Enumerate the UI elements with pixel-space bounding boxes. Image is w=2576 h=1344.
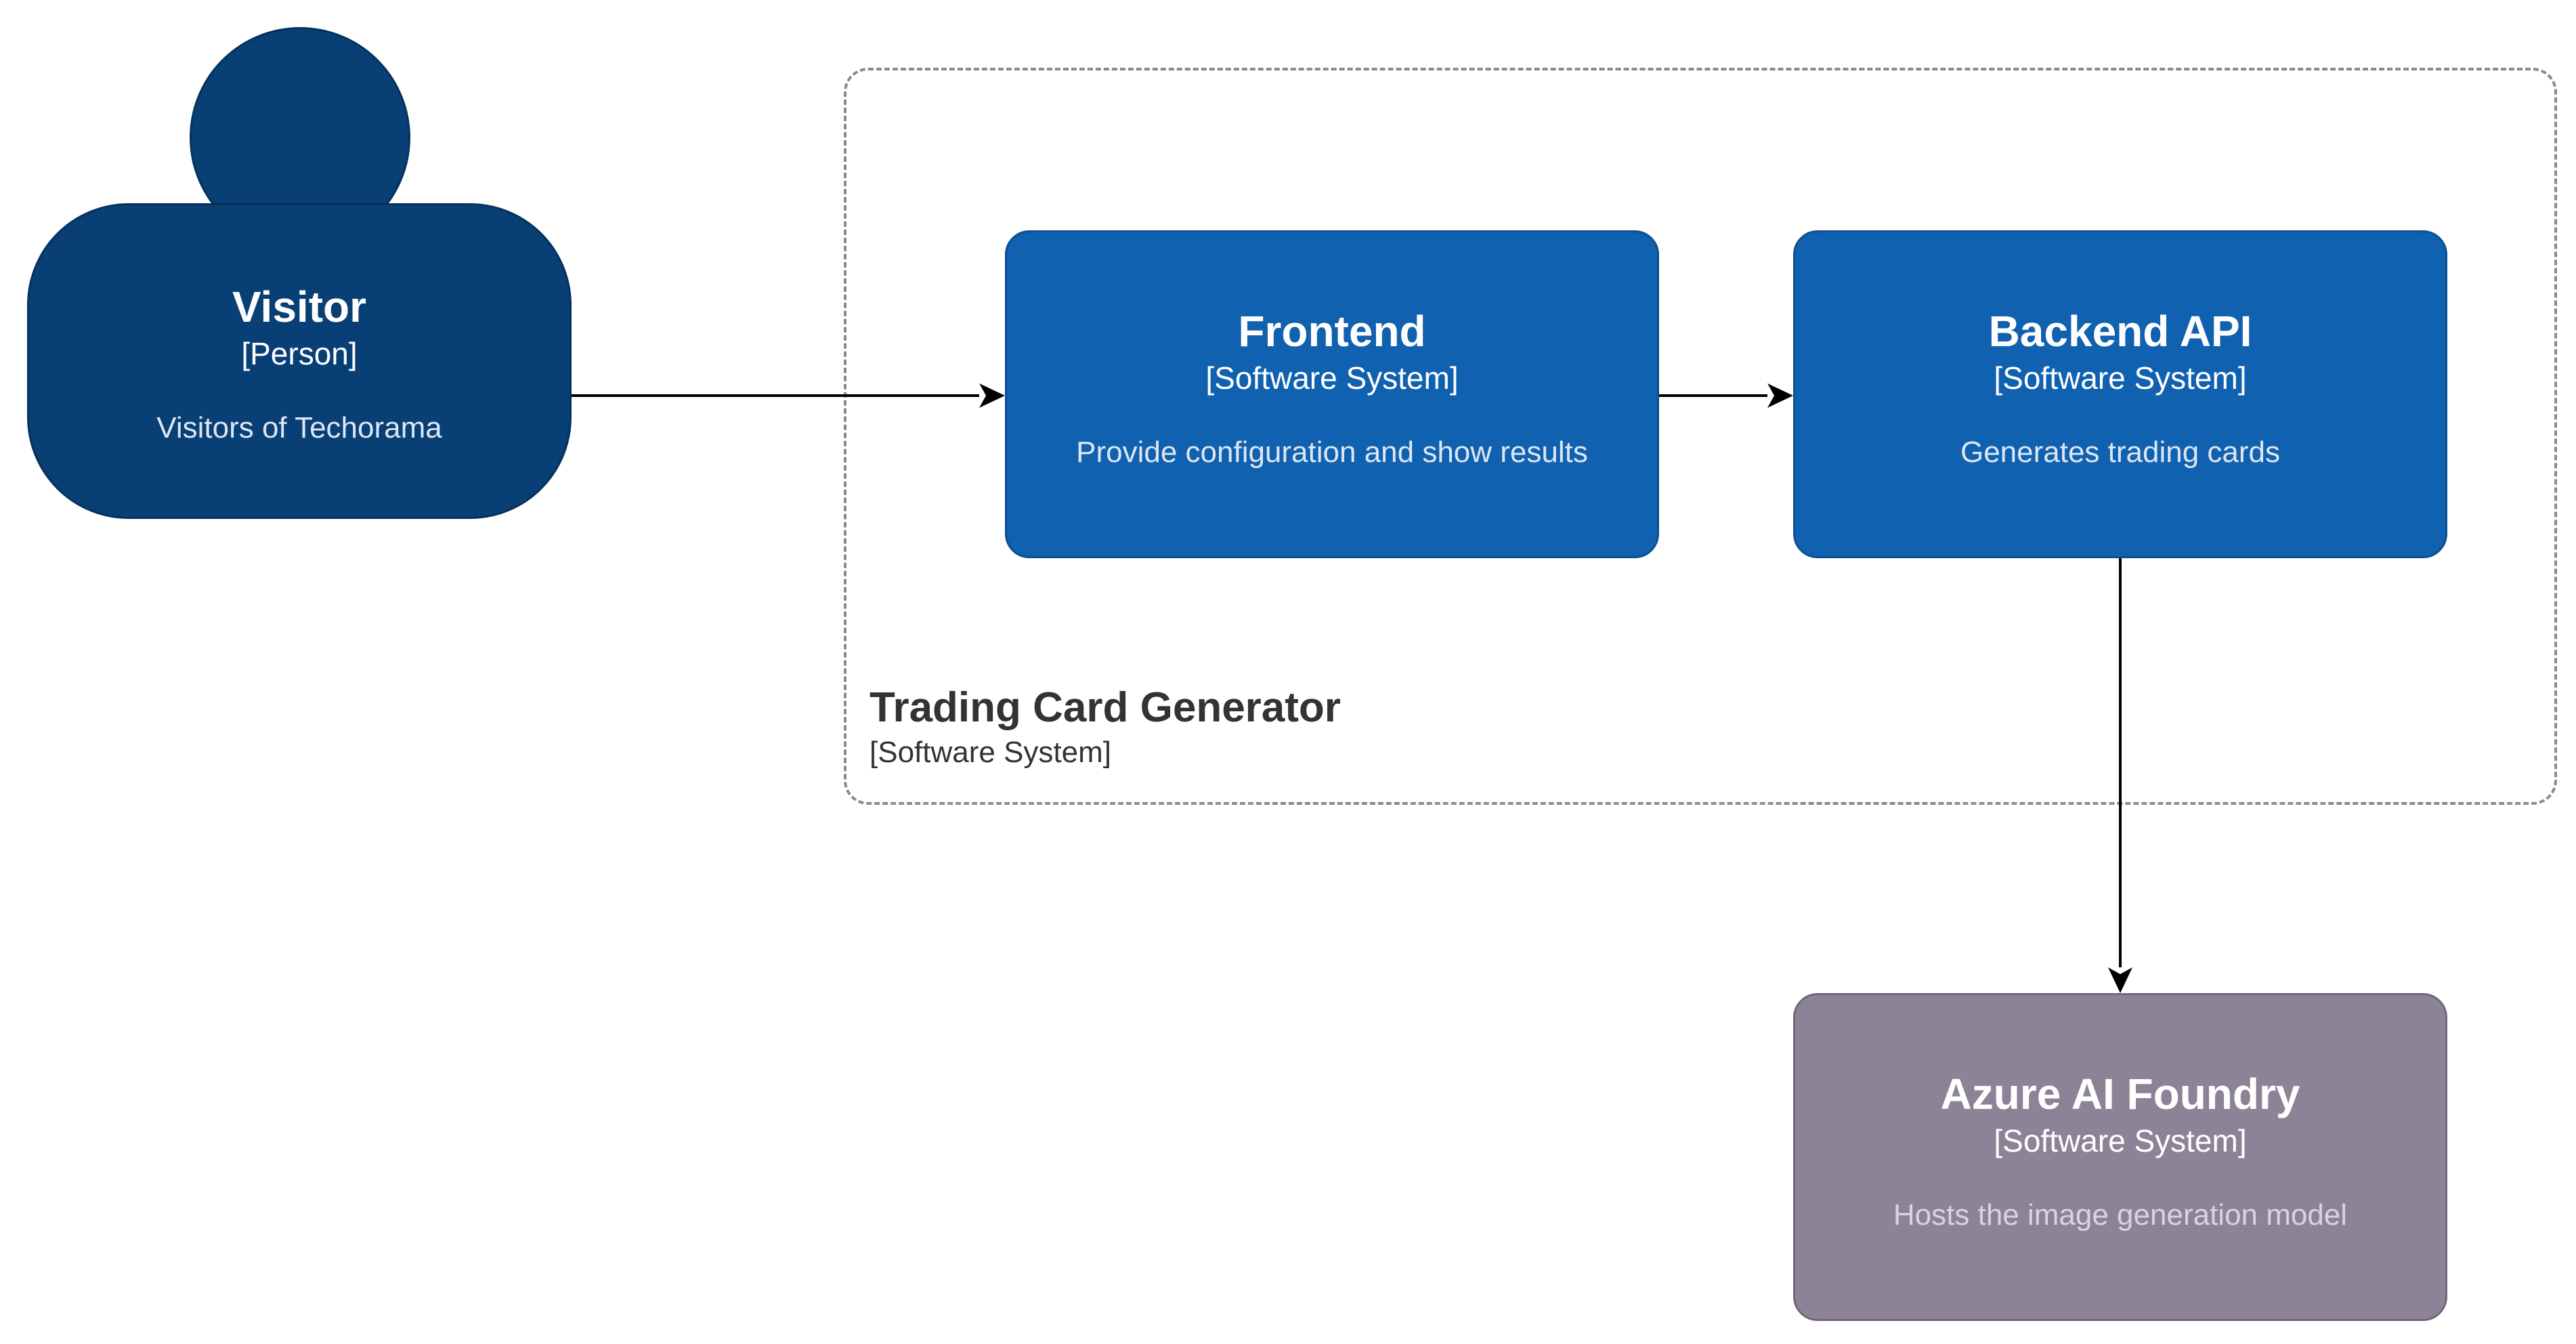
person-description: Visitors of Techorama — [156, 411, 442, 444]
system-boundary-label: Trading Card Generator [Software System] — [870, 683, 1341, 772]
system-boundary — [844, 68, 2557, 805]
boundary-tech: [Software System] — [870, 736, 1112, 769]
arrowhead-backend-to-azure — [2108, 967, 2132, 993]
backend-tech: [Software System] — [1994, 360, 2247, 396]
azure-ai-foundry-system[interactable]: Azure AI Foundry [Software System] Hosts… — [1793, 993, 2447, 1321]
frontend-system[interactable]: Frontend [Software System] Provide confi… — [1005, 230, 1659, 558]
backend-title: Backend API — [1988, 307, 2252, 356]
frontend-title: Frontend — [1238, 307, 1426, 356]
azure-description: Hosts the image generation model — [1893, 1198, 2348, 1232]
backend-description: Generates trading cards — [1960, 436, 2281, 469]
backend-api-system[interactable]: Backend API [Software System] Generates … — [1793, 230, 2447, 558]
frontend-tech: [Software System] — [1205, 360, 1459, 396]
person-title: Visitor — [232, 282, 366, 331]
person-tech: [Person] — [241, 336, 358, 371]
azure-tech: [Software System] — [1994, 1123, 2247, 1158]
boundary-title: Trading Card Generator — [870, 684, 1341, 731]
azure-title: Azure AI Foundry — [1940, 1070, 2300, 1118]
frontend-description: Provide configuration and show results — [1076, 436, 1588, 469]
person-visitor[interactable]: Visitor [Person] Visitors of Techorama — [27, 203, 572, 519]
